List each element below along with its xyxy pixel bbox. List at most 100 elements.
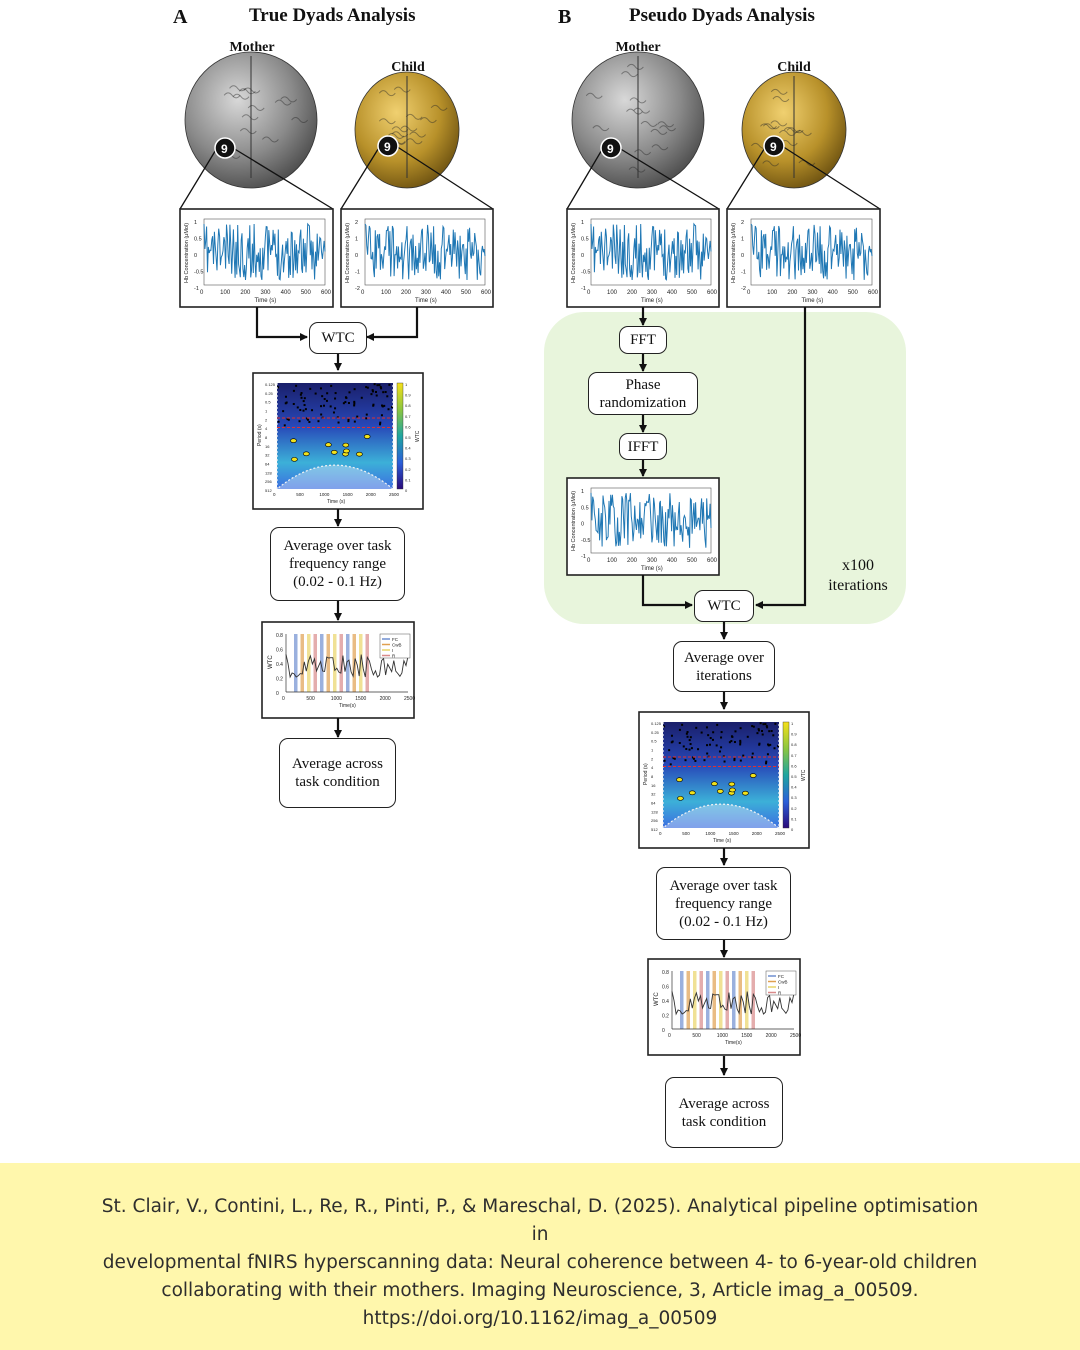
panel-a-wtc-plot-speckle <box>379 423 382 426</box>
panel-a-average-task-box: Average across task condition <box>279 738 396 808</box>
panel-a-wtc-plot-speckle <box>334 407 337 410</box>
panel-b-wtc-plot-speckle <box>682 745 685 748</box>
panel-b-wtc-plot-speckle <box>722 755 725 758</box>
panel-a-mother-signal-ytick: -1 <box>194 286 199 292</box>
panel-b-surrogate-signal-trace <box>590 492 712 548</box>
panel-b-wtc-plot-ytick: 8 <box>651 774 654 779</box>
panel-b-wtc-plot-speckle <box>690 747 693 750</box>
panel-b-wtc-plot-speckle <box>760 729 763 732</box>
panel-a-wtc-plot-cbar-label: WTC <box>415 430 421 442</box>
panel-a-wtc-plot-cbar-tick: 0 <box>405 488 408 493</box>
panel-b-child-brain-sulcus <box>762 123 780 130</box>
panel-a-wtc-plot-heatmap <box>277 383 393 489</box>
panel-b-average-plot-legend-label: R <box>778 991 782 996</box>
panel-b-surrogate-signal-xtick: 300 <box>647 558 658 564</box>
panel-b-iterations-line-2: iterations <box>828 577 888 594</box>
panel-b-mother-signal-xtick: 200 <box>627 290 638 296</box>
panel-b-mother-signal-xtick: 500 <box>687 290 698 296</box>
panel-b-ifft-box: IFFT <box>619 433 667 460</box>
panel-b-mother-brain-sulcus <box>626 108 643 115</box>
panel-b-surrogate-signal-ytick: 0 <box>581 522 584 528</box>
panel-b-mother-brain-sulcus <box>657 121 675 128</box>
panel-b-child-brain-sulcus <box>760 123 777 130</box>
panel-a-average-plot-xtick: 500 <box>306 696 315 702</box>
panel-a-mother-signal-xtick: 300 <box>261 290 272 296</box>
panel-b-wtc-plot-speckle <box>712 731 715 734</box>
panel-a-wtc-plot-speckle <box>319 387 322 390</box>
panel-b-mother-brain-sulcus <box>634 149 652 156</box>
panel-b-wtc-plot-speckle <box>739 727 742 730</box>
panel-b-wtc-plot-ytick: 0.25 <box>651 730 660 735</box>
panel-a-wtc-plot-speckle <box>334 392 337 395</box>
panel-a-wtc-label: WTC <box>321 330 355 346</box>
panel-a-wtc-plot-speckle <box>375 394 378 397</box>
panel-b-wtc-plot-speckle <box>765 725 768 728</box>
panel-a-mother-probe-number: 9 <box>221 142 228 156</box>
panel-b-wtc-plot-speckle <box>756 732 759 735</box>
panel-a-wtc-plot-speckle <box>302 409 305 412</box>
panel-b-child-brain-sulcus <box>762 160 780 167</box>
panel-a-wtc-plot-speckle <box>353 402 356 405</box>
panel-a-wtc-plot-cbar-tick: 0.6 <box>405 424 411 429</box>
panel-a-wtc-plot-speckle <box>372 403 375 406</box>
panel-a-wtc-plot-speckle <box>300 392 303 395</box>
panel-b-average-plot-condition-band <box>712 971 716 1029</box>
panel-b-child-brain-sulcus <box>795 130 812 136</box>
panel-a-wtc-plot-ytick: 128 <box>265 470 272 475</box>
panel-a-average-plot-condition-band <box>320 634 324 692</box>
panel-a-wtc-plot-xtick: 2500 <box>389 492 400 497</box>
panel-b-average-plot-condition-band <box>719 971 723 1029</box>
panel-a-title: True Dyads Analysis <box>249 5 416 26</box>
panel-b-surrogate-signal-frame <box>566 477 720 576</box>
panel-a-mother-wedge-left <box>179 147 218 210</box>
panel-a-wtc-box: WTC <box>309 322 367 354</box>
panel-b-average-iterations-line-1: Average over <box>683 649 765 666</box>
panel-a-wtc-plot-speckle <box>384 391 387 394</box>
panel-a-wtc-plot-speckle <box>320 413 323 416</box>
panel-a-average-plot-legend-label: R <box>392 654 396 659</box>
panel-b-wtc-plot-speckle <box>720 736 723 739</box>
panel-b-average-plot-condition-band <box>751 971 755 1029</box>
panel-a-average-plot-condition-band <box>326 634 330 692</box>
panel-b-child-signal-xtick: 0 <box>747 290 751 296</box>
panel-a-average-plot-xlabel: Time(s) <box>339 703 356 709</box>
panel-b-surrogate-signal-xtick: 200 <box>627 558 638 564</box>
panel-a-child-brain-sulcus <box>391 126 409 133</box>
panel-b-mother-brain-sulcus <box>633 107 651 114</box>
panel-b-average-plot-xtick: 1500 <box>741 1033 752 1039</box>
panel-b-mother-signal-ytick: 0 <box>581 253 584 259</box>
panel-a-wtc-plot-xtick: 0 <box>273 492 276 497</box>
panel-a-wtc-plot-cbar-tick: 0.1 <box>405 477 411 482</box>
panel-a-wtc-plot-xtick: 1500 <box>343 492 354 497</box>
panel-b-child-probe-marker <box>763 135 785 157</box>
panel-a-wtc-plot-cbar-tick: 0.3 <box>405 456 411 461</box>
panel-a-mother-brain-sulcus <box>291 117 309 124</box>
panel-b-wtc-plot-speckle <box>774 722 777 725</box>
panel-b-wtc-plot-cone-shade <box>663 804 779 828</box>
panel-b-wtc-plot-blob <box>716 788 724 794</box>
panel-a-wtc-plot-speckle <box>365 413 368 416</box>
panel-b-wtc-plot-cbar-tick: 0.1 <box>791 816 797 821</box>
panel-a-child-probe-marker <box>377 135 399 157</box>
panel-b-average-plot-legend-label: CwB <box>778 980 788 985</box>
panel-a-wtc-plot-ytick: 32 <box>265 453 270 458</box>
panel-a-wtc-plot-speckle <box>306 418 309 421</box>
panel-a-letter: A <box>173 6 188 28</box>
panel-a-wtc-plot-xtick: 2000 <box>366 492 377 497</box>
panel-b-child-signal-ylabel: Hb Concentration (μMol) <box>731 223 737 283</box>
panel-b-wtc-plot-speckle <box>765 760 768 763</box>
panel-a-wtc-plot-speckle <box>326 392 329 395</box>
panel-b-wtc-plot-xtick: 2500 <box>775 831 786 836</box>
panel-b-mother-signal-ytick: 0.5 <box>581 237 589 243</box>
citation-line-1: St. Clair, V., Contini, L., Re, R., Pint… <box>101 1196 979 1245</box>
panel-b-wtc-plot-speckle <box>686 731 689 734</box>
panel-b-wtc-plot-speckle <box>711 738 714 741</box>
panel-b-surrogate-signal-ylabel: Hb Concentration (μMol) <box>571 491 577 551</box>
panel-a-mother-signal-xtick: 0 <box>200 290 204 296</box>
panel-a-wtc-plot-speckle <box>308 420 311 423</box>
panel-a-wtc-plot-speckle <box>381 404 384 407</box>
panel-a-wtc-plot-speckle <box>342 402 345 405</box>
panel-a-wtc-plot-speckle <box>365 386 368 389</box>
panel-b-wtc-plot-speckle <box>707 734 710 737</box>
